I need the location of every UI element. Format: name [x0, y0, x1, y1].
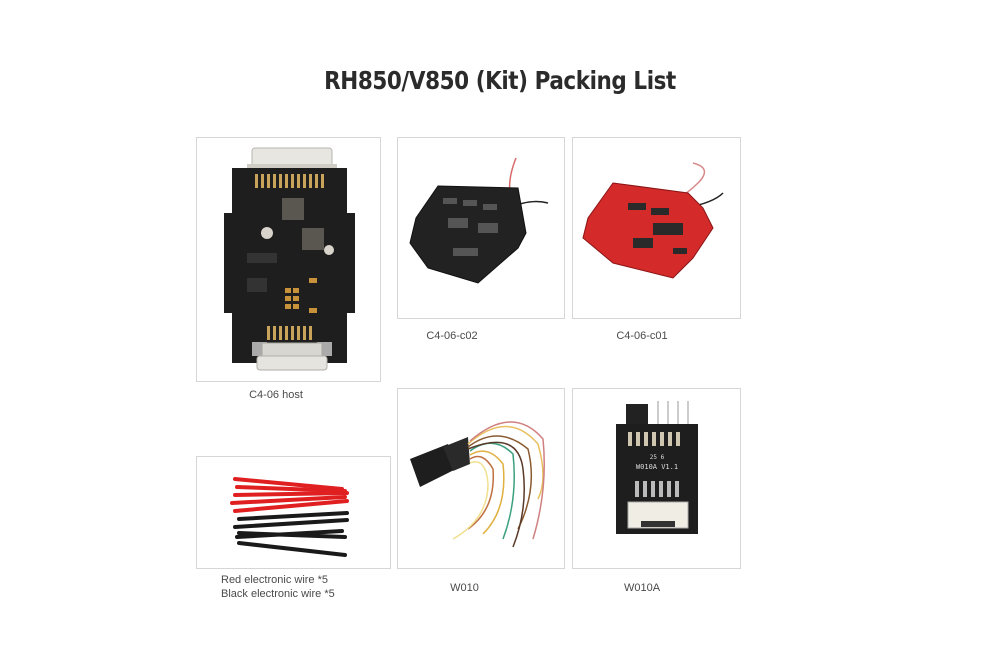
item-box-w010 — [397, 388, 565, 569]
caption-wires-red: Red electronic wire *5 — [221, 574, 328, 586]
item-box-w010a: 25 6 W010A V1.1 — [572, 388, 741, 569]
svg-text:W010A V1.1: W010A V1.1 — [636, 463, 678, 471]
item-box-c4-06-host — [196, 137, 381, 382]
c4-06-c01-image — [582, 162, 724, 279]
svg-text:25 6: 25 6 — [650, 454, 665, 461]
w010a-image: 25 6 W010A V1.1 — [616, 401, 698, 534]
wires-image — [230, 477, 349, 557]
item-box-c4-06-c01 — [572, 137, 741, 319]
caption-c4-06-c02: C4-06-c02 — [426, 330, 478, 342]
caption-w010: W010 — [450, 582, 479, 594]
page-title: RH850/V850 (Kit) Packing List — [324, 66, 676, 95]
caption-w010a: W010A — [623, 582, 661, 594]
caption-c4-06-c01: C4-06-c01 — [616, 330, 668, 342]
item-box-c4-06-c02 — [397, 137, 565, 319]
w010-image — [410, 421, 545, 548]
c4-06-c02-image — [409, 157, 549, 284]
caption-wires: Red electronic wire *5 Black electronic … — [221, 573, 401, 601]
caption-c4-06-host: C4-06 host — [249, 389, 303, 401]
item-box-wires — [196, 456, 391, 569]
caption-wires-black: Black electronic wire *5 — [221, 588, 335, 600]
c4-06-host-image — [224, 147, 355, 371]
